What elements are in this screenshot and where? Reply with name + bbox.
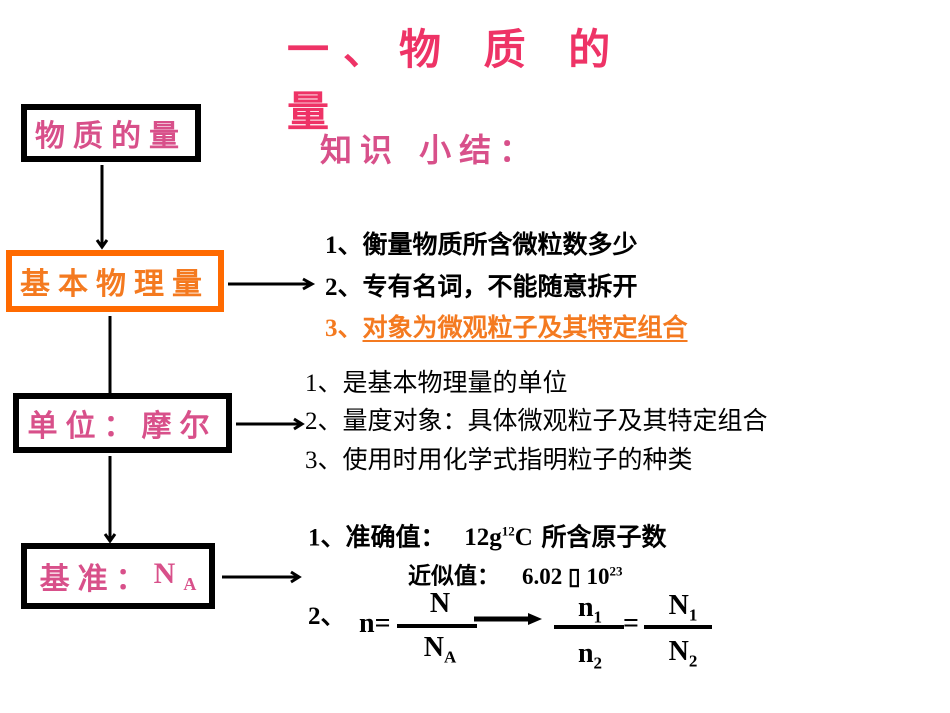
group1-item-1: 1、衡量物质所含微粒数多少	[325, 230, 638, 259]
fraction1-bar	[397, 624, 477, 628]
arrow-head-box3-to-box4	[103, 533, 117, 544]
group1-item-3: 3、对象为微观粒子及其特定组合	[325, 313, 688, 342]
box-unit-mole-label: 单位：摩尔	[27, 409, 218, 444]
fraction3-denominator: N2	[668, 636, 698, 671]
fraction1-denominator: NA	[423, 632, 457, 667]
box-unit-mole: 单位：摩尔	[13, 393, 232, 453]
slide-title: 一、物 质 的	[287, 25, 625, 74]
fraction2-denominator: n2	[577, 638, 603, 673]
box-basic-physical-quantity-label: 基本物理量	[20, 267, 210, 302]
fraction2-bar	[554, 625, 624, 629]
formula-equals: =	[623, 608, 639, 639]
fraction3-bar	[644, 625, 712, 629]
formula-arrow	[474, 613, 542, 625]
group3-item-2-number: 2、	[308, 601, 346, 630]
section-subtitle: 知识 小结：	[320, 131, 540, 169]
arrow-head-box3	[293, 417, 305, 431]
fraction2-numerator: n1	[577, 592, 603, 627]
group2-item-1: 1、是基本物理量的单位	[305, 368, 568, 397]
group1-item-2: 2、专有名词，不能随意拆开	[325, 272, 638, 301]
group2-item-2: 2、量度对象：具体微观粒子及其特定组合	[305, 406, 768, 435]
box-standard-symbol: NA	[153, 557, 197, 594]
group2-item-3: 3、使用时用化学式指明粒子的种类	[305, 445, 693, 474]
box-standard-na: 基准：NA	[21, 543, 215, 609]
arrow-head-box1-to-box2	[95, 239, 109, 250]
box-amount-of-substance: 物质的量	[21, 104, 201, 162]
group3-item-1: 1、准确值： 12g12C 所含原子数	[308, 522, 667, 552]
box-standard-label: 基准：	[39, 562, 154, 597]
fraction3-numerator: N1	[668, 590, 698, 625]
box-basic-physical-quantity: 基本物理量	[6, 250, 224, 312]
slide-title-continued: 量	[287, 87, 330, 136]
group3-approx-value: 近似值： 6.02 ▯ 1023	[408, 563, 623, 590]
arrow-head-box2	[302, 277, 316, 291]
formula-lhs: n=	[359, 608, 391, 639]
fraction1-numerator: N	[429, 588, 451, 619]
arrow-head-box4	[290, 570, 302, 584]
box-amount-of-substance-label: 物质的量	[35, 119, 187, 154]
